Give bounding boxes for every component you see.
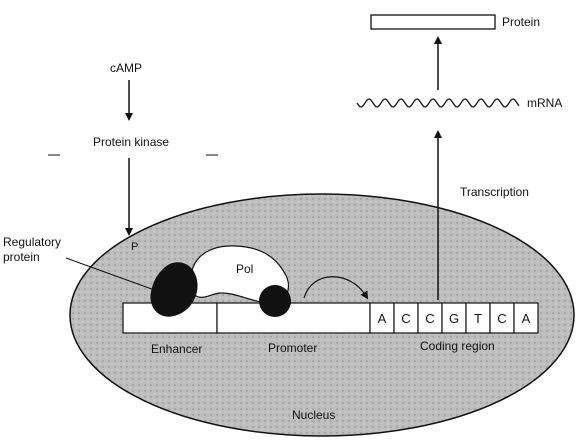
promoter-factor: [259, 285, 291, 317]
base-letter: A: [522, 311, 531, 326]
coding-label: Coding region: [420, 339, 495, 353]
phosphate-label: P: [131, 241, 138, 253]
camp-label: cAMP: [110, 61, 142, 75]
initiation-arrow: [303, 276, 369, 300]
promoter-segment: [216, 302, 371, 334]
base-letter: G: [449, 311, 459, 326]
base-letter: C: [425, 311, 434, 326]
regulatory-label-line1: Regulatory: [3, 235, 61, 249]
base-cell: [369, 302, 395, 334]
base-cell: [393, 302, 419, 334]
protein-label: Protein: [502, 15, 540, 29]
base-cell: [441, 302, 467, 334]
mrna-label: mRNA: [527, 96, 562, 110]
base-cell: [417, 302, 443, 334]
nucleus-label: Nucleus: [292, 408, 335, 422]
pol-enzyme: [190, 245, 290, 304]
base-letter: C: [401, 311, 410, 326]
promoter-label: Promoter: [268, 341, 317, 355]
base-cell: [513, 302, 539, 334]
transcription-label: Transcription: [460, 185, 529, 199]
kinase-label: Protein kinase: [93, 135, 169, 149]
pol-label: Pol: [236, 262, 253, 276]
protein-bar: [370, 14, 496, 30]
regulatory-protein: [150, 262, 198, 317]
regulatory-label-line2: protein: [3, 250, 40, 264]
enhancer-label: Enhancer: [151, 342, 202, 356]
base-letter: T: [474, 311, 482, 326]
regulatory-pointer: [65, 257, 161, 293]
mrna-strand: [356, 98, 520, 108]
base-letter: A: [378, 311, 387, 326]
base-letter: C: [497, 311, 506, 326]
